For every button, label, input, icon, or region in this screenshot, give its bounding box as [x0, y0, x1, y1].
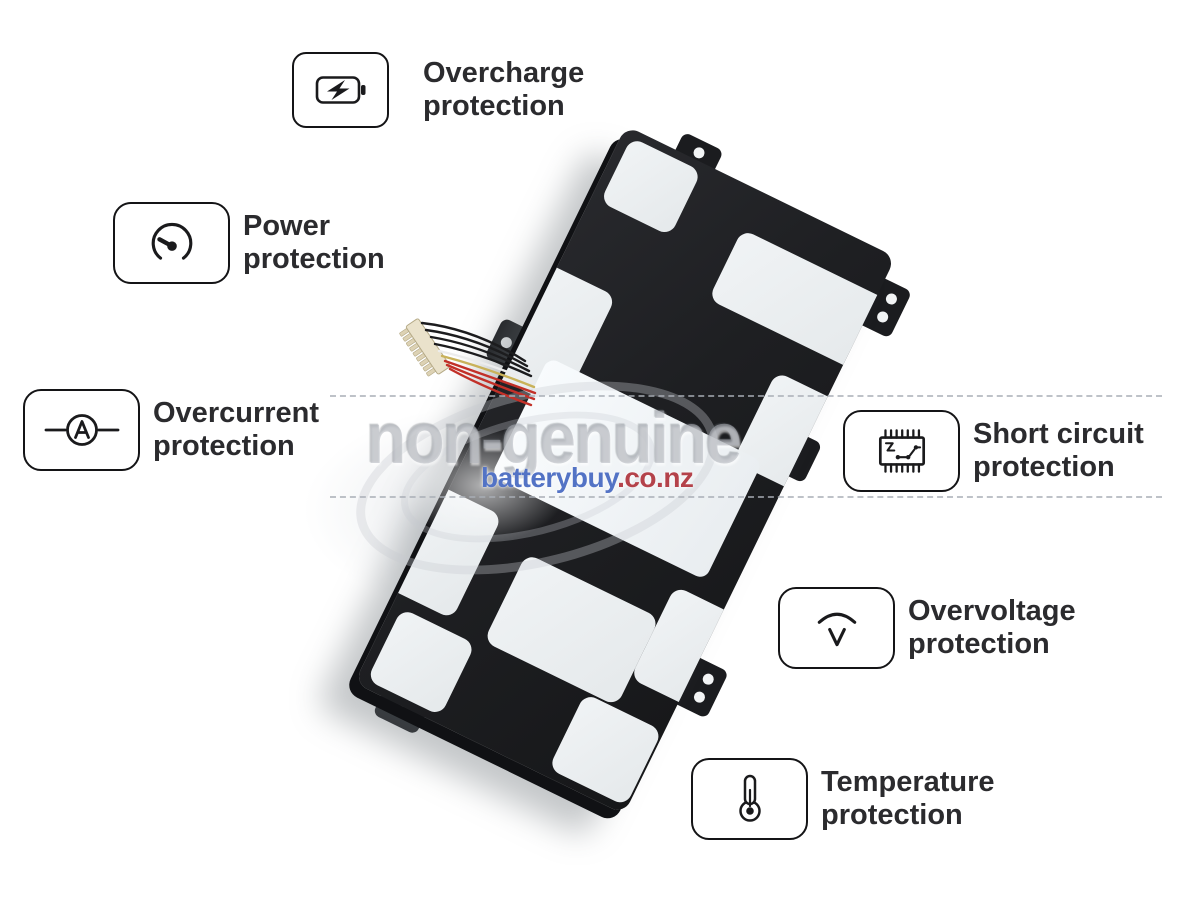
watermark-non-genuine: non-genuine: [366, 397, 742, 479]
feature-label: Overvoltage protection: [908, 595, 1076, 661]
screw-hole: [875, 309, 891, 325]
feature-line1: Overcurrent: [153, 397, 320, 429]
chip-icon: [878, 429, 925, 473]
feature-line2: protection: [821, 799, 963, 831]
feature-line2: protection: [423, 90, 565, 122]
thermometer-icon: [738, 774, 761, 822]
feature-line1: Short circuit: [973, 418, 1144, 450]
feature-overcharge: Overcharge protection: [292, 52, 584, 128]
connector-wires: [420, 321, 537, 407]
feature-overcurrent: Overcurrent protection: [23, 389, 319, 471]
feature-line1: Power: [243, 210, 331, 242]
adhesive-patch: [548, 693, 663, 807]
adhesive-patch: [708, 229, 891, 372]
feature-line2: protection: [908, 628, 1050, 660]
watermark-site-name: batterybuy: [481, 462, 618, 493]
watermark-site-tld: .co.nz: [617, 462, 694, 493]
voltage-icon: [817, 612, 856, 647]
swirl-highlight: [398, 428, 568, 543]
feature-label: Temperature protection: [821, 766, 995, 832]
feature-line1: Overvoltage: [908, 595, 1076, 627]
feature-short-circuit: Short circuit protection: [843, 410, 1144, 492]
feature-line1: Temperature: [821, 766, 995, 798]
ammeter-icon: [44, 414, 119, 446]
battery-charge-icon: [315, 76, 365, 104]
connector-plug: [399, 318, 451, 377]
screw-hole: [700, 671, 716, 687]
feature-label: Overcurrent protection: [153, 397, 319, 463]
adhesive-patch: [483, 553, 660, 707]
feature-label: Overcharge protection: [423, 57, 584, 123]
feature-line2: protection: [153, 430, 295, 462]
feature-icon-box: [843, 410, 960, 492]
feature-icon-box: [691, 758, 808, 840]
gauge-icon: [151, 222, 192, 260]
screw-hole: [692, 689, 707, 705]
screw-hole: [884, 291, 899, 307]
feature-icon-box: [113, 202, 230, 284]
feature-icon-box: [23, 389, 140, 471]
dashed-line: [330, 395, 1162, 397]
feature-label: Short circuit protection: [973, 418, 1144, 484]
feature-icon-box: [778, 587, 895, 669]
watermark-site: batterybuy.co.nz: [481, 462, 694, 494]
feature-overvoltage: Overvoltage protection: [778, 587, 1076, 669]
dashed-line: [330, 496, 1162, 498]
feature-line2: protection: [973, 451, 1115, 483]
feature-power: Power protection: [113, 202, 385, 284]
battery-connector: [399, 318, 537, 407]
feature-icon-box: [292, 52, 389, 128]
feature-temperature: Temperature protection: [691, 758, 995, 840]
feature-label: Power protection: [243, 210, 385, 276]
feature-line2: protection: [243, 243, 385, 275]
feature-line1: Overcharge: [423, 57, 585, 89]
